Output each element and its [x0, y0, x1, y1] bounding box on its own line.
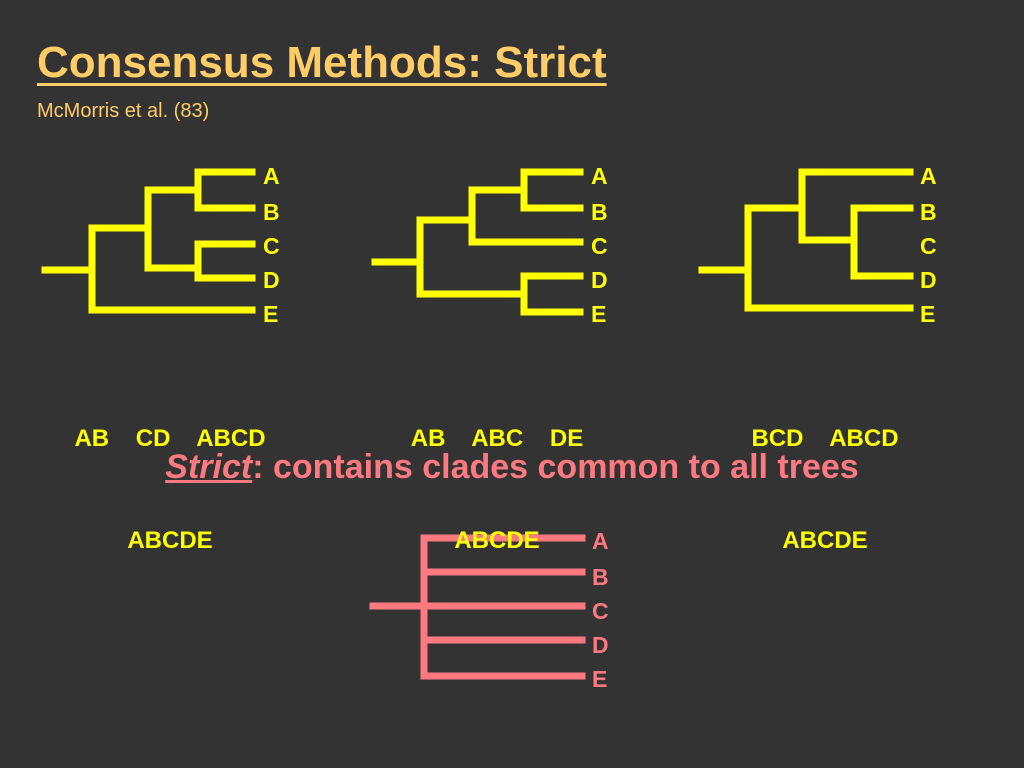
tree-2-tip-b: B — [591, 199, 608, 225]
tree-1-tips: A B C D E — [263, 163, 280, 327]
tree-1-clades-line-2: ABCDE — [127, 527, 213, 554]
tree-3-clades-line-1: BCD ABCD — [751, 425, 899, 452]
tree-2-tip-c: C — [591, 233, 608, 259]
strict-definition-text: : contains clades common to all trees — [252, 448, 859, 486]
tree-1-clades-line-1: AB CD ABCD — [74, 425, 266, 452]
slide-subtitle: McMorris et al. (83) — [37, 100, 210, 122]
tree-3-tip-d: D — [920, 267, 937, 293]
tree-1 — [41, 168, 256, 314]
tree-2 — [371, 168, 584, 316]
tree-1-tip-e: E — [263, 301, 278, 327]
tree-2-clades-line-2: ABCDE — [454, 527, 540, 554]
slide-title: Consensus Methods: Strict — [37, 38, 607, 87]
tree-3-tip-e: E — [920, 301, 935, 327]
consensus-tip-b: B — [592, 564, 609, 590]
tree-2-tip-e: E — [591, 301, 606, 327]
tree-3-tip-b: B — [920, 199, 937, 225]
consensus-tip-d: D — [592, 632, 609, 658]
strict-definition: Strict: contains clades common to all tr… — [0, 448, 1024, 487]
tree-3-clades: BCD ABCD ABCDE — [685, 354, 965, 592]
tree-2-tip-a: A — [591, 163, 608, 189]
tree-1-clades: AB CD ABCD ABCDE — [30, 354, 310, 592]
consensus-tip-c: C — [592, 598, 609, 624]
tree-3-tips: A B C D E — [920, 163, 937, 327]
consensus-tip-e: E — [592, 666, 607, 692]
consensus-tree-tips: A B C D E — [592, 528, 609, 692]
tree-2-tips: A B C D E — [591, 163, 608, 327]
tree-3 — [698, 168, 914, 312]
tree-3-clades-line-2: ABCDE — [782, 527, 868, 554]
tree-3-tip-c: C — [920, 233, 937, 259]
tree-2-tip-d: D — [591, 267, 608, 293]
tree-1-tip-c: C — [263, 233, 280, 259]
tree-2-clades-line-1: AB ABC DE — [410, 425, 584, 452]
tree-2-clades: AB ABC DE ABCDE — [357, 354, 637, 592]
tree-1-tip-a: A — [263, 163, 280, 189]
strict-term: Strict — [165, 448, 253, 486]
tree-1-tip-d: D — [263, 267, 280, 293]
tree-1-tip-b: B — [263, 199, 280, 225]
consensus-tree — [369, 534, 586, 680]
tree-3-tip-a: A — [920, 163, 937, 189]
consensus-tip-a: A — [592, 528, 609, 554]
